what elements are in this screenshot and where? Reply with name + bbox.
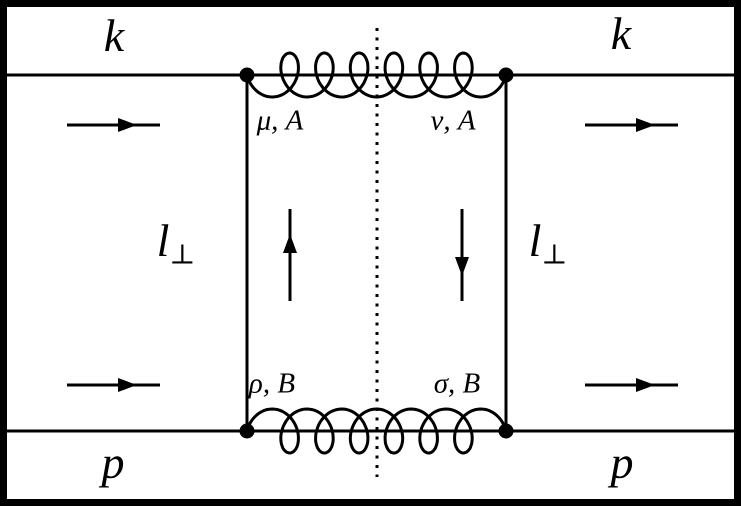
momentum-arrow-bottom-left-head-icon: [118, 378, 137, 392]
vertex-dot-bottom-left: [239, 423, 255, 439]
label-l-perp-left-main: l: [156, 214, 170, 266]
momentum-arrow-top-left: [67, 118, 160, 132]
vertex-dot-top-right: [498, 67, 514, 83]
momentum-arrow-bottom-right: [585, 378, 678, 392]
arrow-down-head-icon: [455, 257, 469, 276]
momentum-arrow-bottom-left: [67, 378, 160, 392]
label-k-left: k: [103, 10, 125, 61]
label-sigma-B: σ, B: [433, 367, 481, 400]
perp-subscript-icon-right: ⊥: [541, 238, 568, 270]
momentum-arrow-bottom-right-head-icon: [636, 378, 655, 392]
label-mu-A: μ, A: [256, 104, 304, 137]
momentum-arrow-top-left-head-icon: [118, 118, 137, 132]
label-p-left: p: [101, 437, 125, 488]
label-p-right: p: [610, 437, 634, 488]
vertex-dot-top-left: [239, 67, 255, 83]
momentum-arrow-top-right: [585, 118, 678, 132]
momentum-arrow-top-right-head-icon: [636, 118, 655, 132]
label-nu-A: ν, A: [430, 104, 476, 137]
label-l-perp-right-main: l: [528, 214, 542, 266]
perp-subscript-icon-left: ⊥: [169, 238, 196, 270]
label-l-perp-right: l⊥: [528, 214, 568, 270]
vertex-dot-bottom-right: [498, 423, 514, 439]
label-k-right: k: [610, 8, 632, 59]
arrow-up-head-icon: [283, 234, 297, 253]
label-l-perp-left: l⊥: [156, 214, 196, 270]
loop-momentum-arrow-up: [283, 209, 297, 301]
label-rho-B: ρ, B: [248, 367, 296, 400]
loop-momentum-arrow-down: [455, 209, 469, 301]
